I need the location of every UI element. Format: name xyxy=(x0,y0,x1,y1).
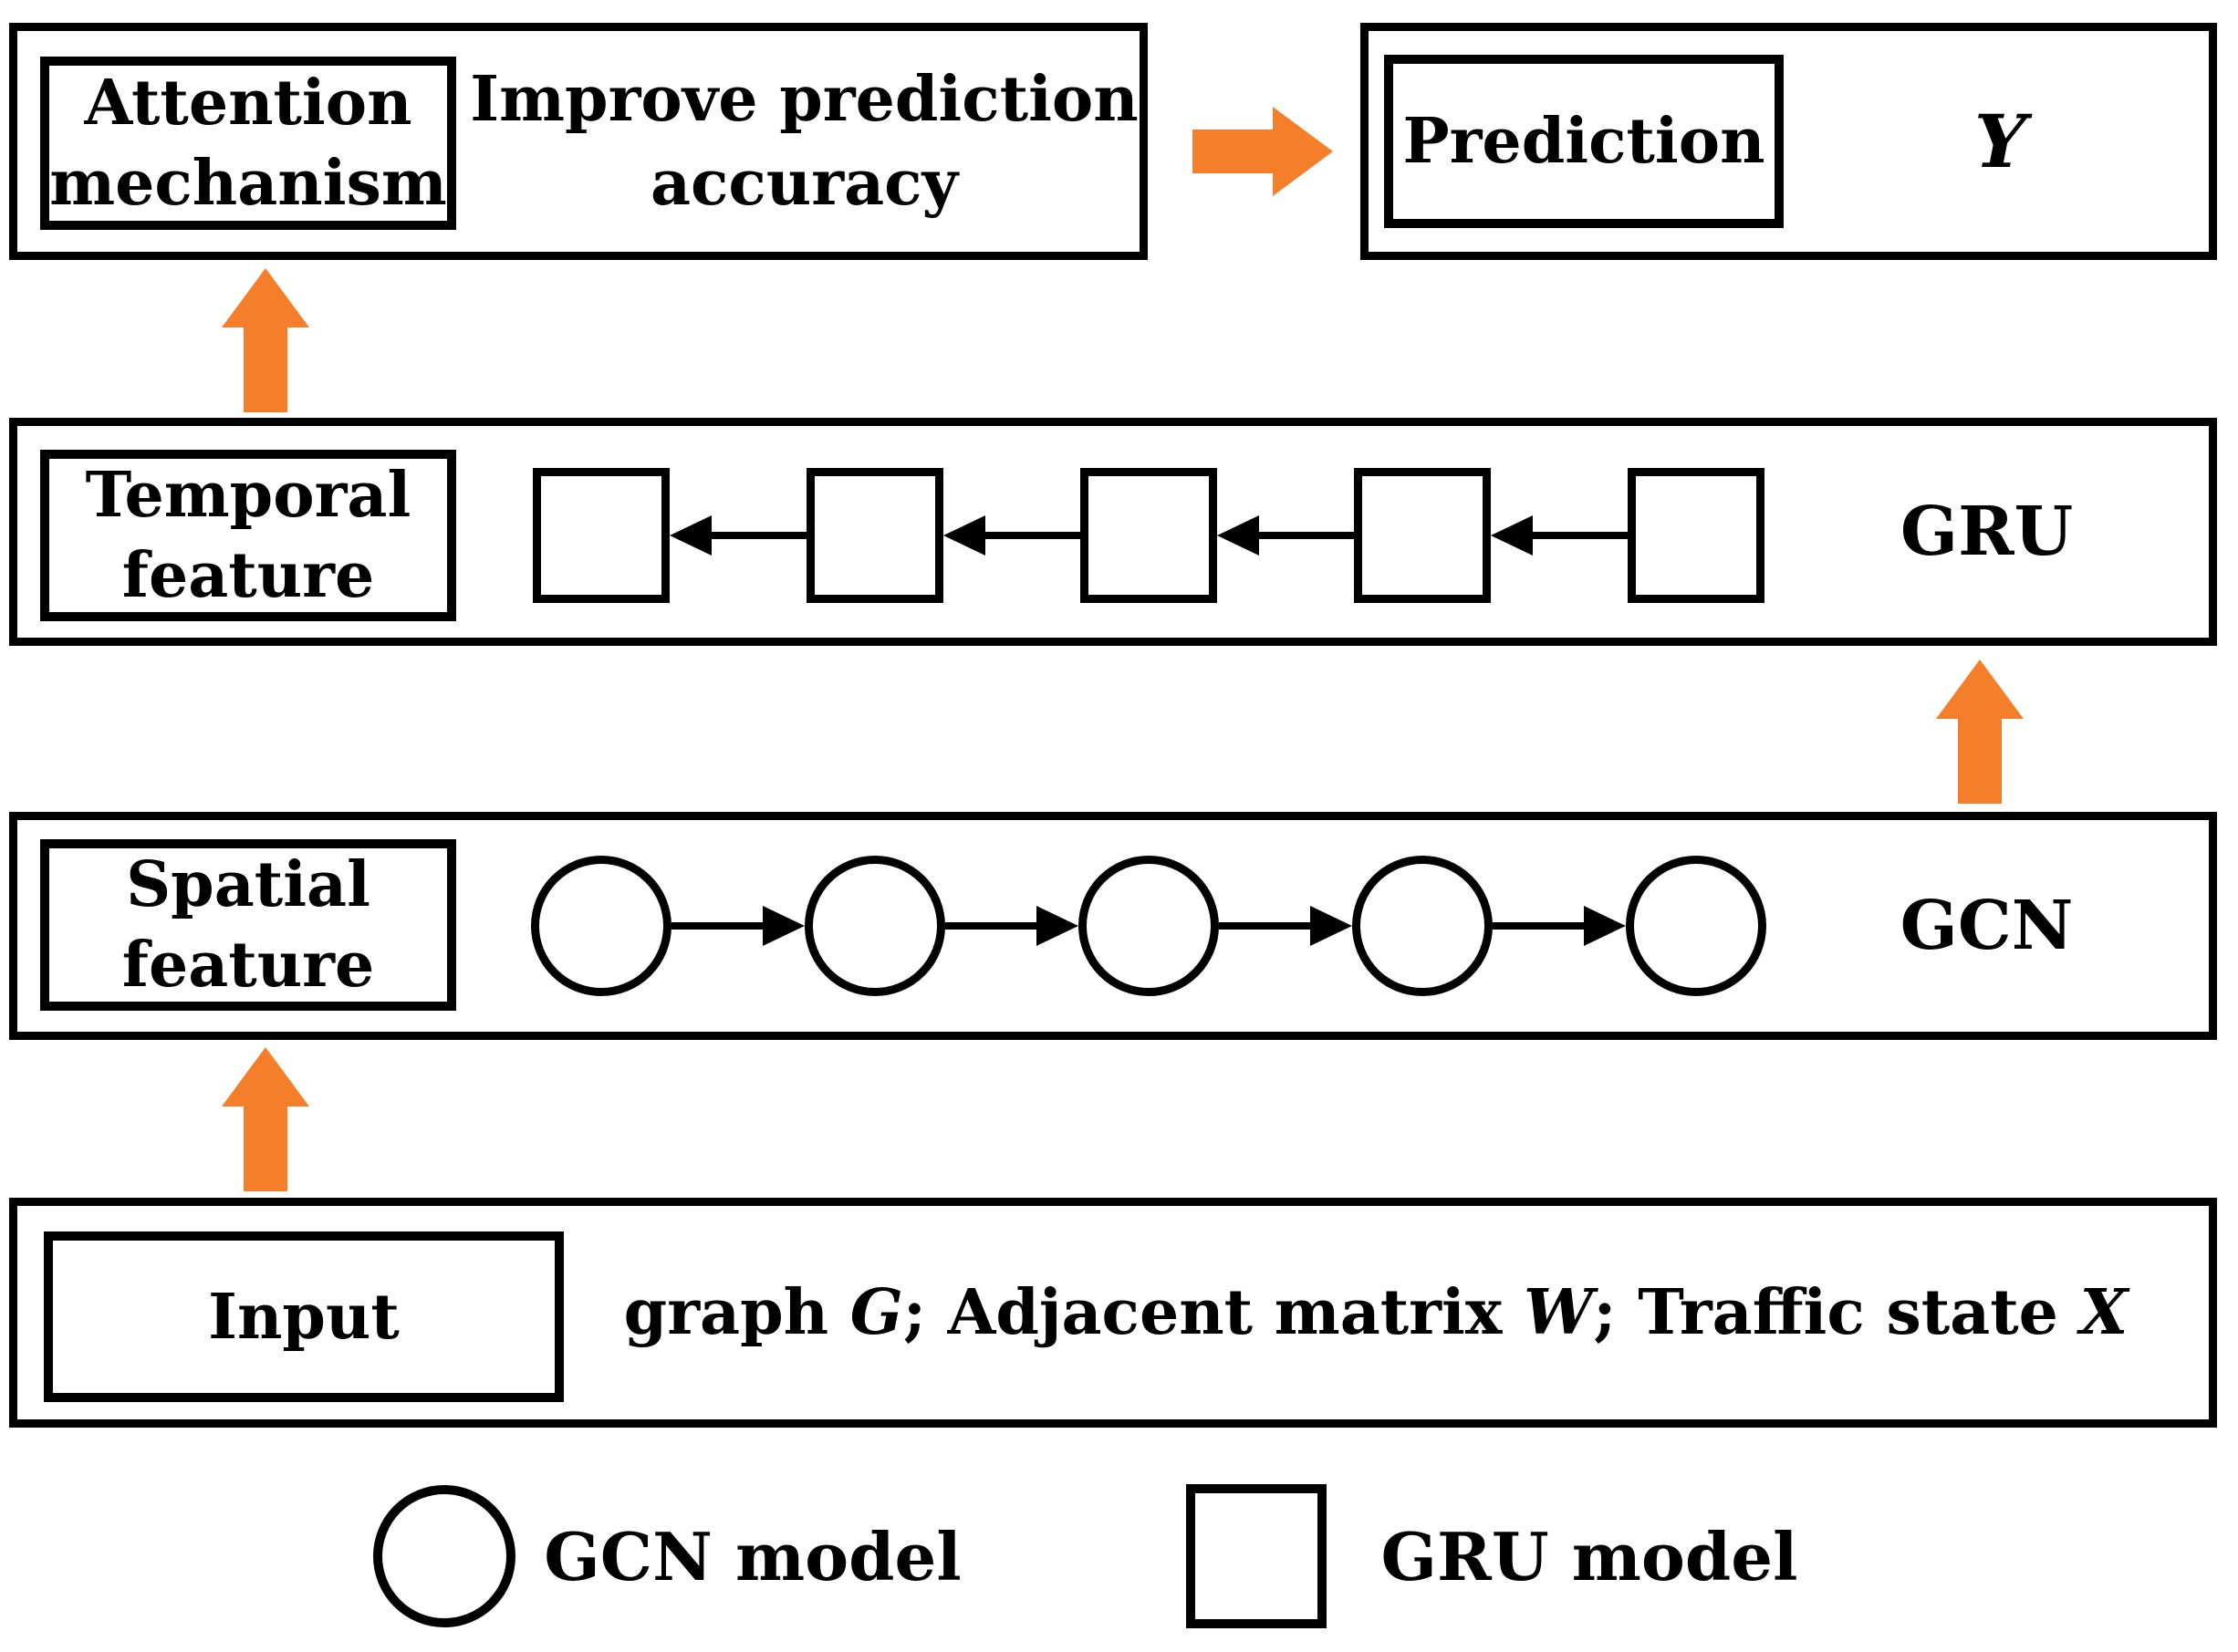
gru-unit-square xyxy=(1354,468,1491,603)
gru-model-label: GRU xyxy=(1900,493,2074,571)
gru-backward-arrow-icon xyxy=(670,515,807,556)
attention-label-line2: mechanism xyxy=(49,147,447,220)
gru-backward-arrow-icon xyxy=(1217,515,1354,556)
attention-label-line1: Attention xyxy=(84,67,412,140)
math-symbol: X xyxy=(2079,1276,2129,1349)
legend-gru-label: GRU model xyxy=(1380,1517,1798,1595)
output-symbol: Y xyxy=(1973,99,2027,184)
spatial-label-line2: feature xyxy=(121,929,375,1002)
gcn-unit-chain xyxy=(531,856,1766,996)
prediction-label: Prediction xyxy=(1402,105,1765,178)
text-segment: graph xyxy=(623,1276,850,1349)
gcn-model-label: GCN xyxy=(1900,887,2074,965)
arrow-up-temporal-to-attention-icon xyxy=(222,268,309,412)
gcn-unit-circle xyxy=(531,856,671,996)
gcn-unit-circle xyxy=(1352,856,1493,996)
text-segment: ; Adjacent matrix xyxy=(902,1276,1525,1349)
gru-model-zone: GRU xyxy=(1764,418,2209,646)
gcn-forward-arrow-icon xyxy=(1493,906,1626,946)
improve-accuracy-line1: Improve prediction xyxy=(470,63,1139,136)
gru-backward-arrow-icon xyxy=(943,515,1080,556)
spatial-label-line1: Spatial xyxy=(126,848,370,921)
legend-gru-square-icon xyxy=(1186,1484,1327,1628)
gcn-unit-circle xyxy=(805,856,945,996)
gru-unit-square xyxy=(533,468,670,603)
text-segment: ; Traffic state xyxy=(1593,1276,2080,1349)
gru-unit-square xyxy=(1080,468,1217,603)
gcn-forward-arrow-icon xyxy=(945,906,1078,946)
gru-unit-square xyxy=(1628,468,1764,603)
gcn-unit-circle xyxy=(1626,856,1766,996)
temporal-feature-box: Temporal feature xyxy=(40,450,456,621)
math-symbol: W xyxy=(1524,1276,1594,1349)
improve-accuracy-description: Improve prediction accuracy xyxy=(461,23,1148,260)
prediction-box: Prediction xyxy=(1384,55,1784,228)
gru-backward-arrow-icon xyxy=(1491,515,1628,556)
gcn-model-zone: GCN xyxy=(1764,812,2209,1040)
gru-unit-square xyxy=(807,468,943,603)
gcn-unit-circle xyxy=(1078,856,1219,996)
input-box: Input xyxy=(44,1231,564,1402)
math-symbol: G xyxy=(849,1276,903,1349)
legend-gcn-label: GCN model xyxy=(544,1517,962,1595)
input-content-text: graph G; Adjacent matrix W; Traffic stat… xyxy=(564,1198,2188,1428)
legend-gcn-circle-icon xyxy=(373,1485,515,1627)
temporal-label-line2: feature xyxy=(121,539,375,612)
arrow-up-input-to-spatial-icon xyxy=(222,1047,309,1191)
arrow-right-attention-to-prediction-icon xyxy=(1192,107,1333,196)
spatial-feature-box: Spatial feature xyxy=(40,839,456,1011)
input-label: Input xyxy=(208,1280,400,1354)
improve-accuracy-line2: accuracy xyxy=(650,147,959,220)
output-symbol-zone: Y xyxy=(1784,23,2217,260)
attention-mechanism-box: Attention mechanism xyxy=(40,57,456,230)
gru-unit-chain xyxy=(533,468,1764,603)
temporal-label-line1: Temporal xyxy=(85,459,411,532)
gcn-forward-arrow-icon xyxy=(671,906,805,946)
arrow-up-gcn-to-gru-icon xyxy=(1936,660,2024,804)
gcn-forward-arrow-icon xyxy=(1219,906,1352,946)
